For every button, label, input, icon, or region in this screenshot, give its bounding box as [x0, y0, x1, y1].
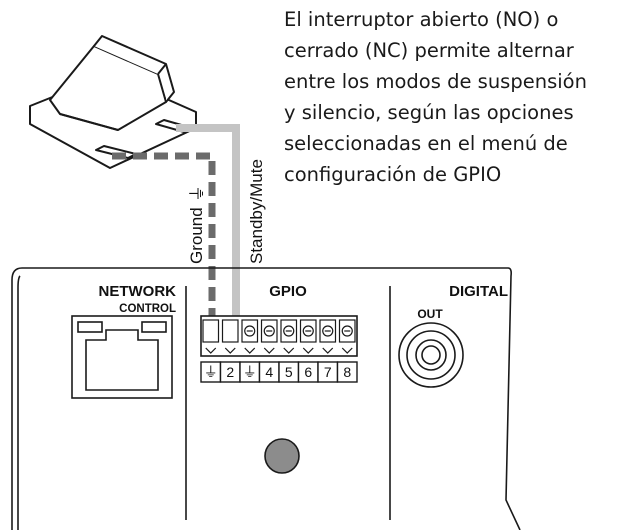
connector-pin — [421, 345, 441, 365]
terminal-arrow — [341, 347, 353, 354]
ethernet-led-left — [77, 321, 103, 333]
panel-outline — [22, 267, 521, 530]
rocker-switch — [29, 35, 197, 169]
pin-label: 8 — [343, 364, 351, 380]
gpio-terminal-block[interactable] — [200, 315, 358, 357]
digital-out-connector[interactable] — [398, 322, 464, 388]
connector-ring-middle — [406, 330, 456, 380]
description-line: seleccionadas en el menú de — [284, 132, 568, 155]
standby-wire — [176, 124, 240, 350]
gpio-title: GPIO — [269, 283, 307, 300]
terminal-arrow — [322, 347, 334, 354]
terminal-slot[interactable] — [338, 319, 356, 354]
terminal-slot[interactable] — [241, 319, 259, 354]
device-panel — [11, 267, 521, 530]
terminal-arrow — [263, 347, 275, 354]
network-title: NETWORK — [99, 283, 177, 300]
terminal-opening — [202, 319, 220, 343]
terminal-body — [200, 315, 358, 357]
description-text: El interruptor abierto (NO) o cerrado (N… — [284, 4, 620, 190]
terminal-arrow — [302, 347, 314, 354]
terminal-arrow — [244, 347, 256, 354]
connector-ring-outer — [398, 322, 464, 388]
terminal-opening — [221, 319, 239, 343]
pin-label: 2 — [226, 364, 234, 380]
terminal-arrow — [205, 347, 217, 354]
ground-label-group: Ground ⏚ — [187, 185, 207, 264]
pin-label: 7 — [324, 364, 332, 380]
terminal-slot[interactable] — [299, 319, 317, 354]
ethernet-port-frame — [71, 315, 173, 399]
terminal-arrow — [283, 347, 295, 354]
terminal-slot[interactable] — [319, 319, 337, 354]
ground-label: Ground — [187, 207, 206, 264]
pin-label: 4 — [265, 364, 273, 380]
pin-label: ⏚ — [204, 364, 218, 380]
network-subtitle: CONTROL — [119, 303, 176, 315]
standby-label-group: Standby/Mute — [247, 159, 266, 264]
terminal-slot[interactable] — [280, 319, 298, 354]
description-line: cerrado (NC) permite alternar — [284, 39, 574, 62]
switch-rocker-edge — [59, 113, 119, 131]
switch-rocker-top — [93, 35, 167, 75]
pin-label: 5 — [285, 364, 293, 380]
description-line: El interruptor abierto (NO) o — [284, 8, 559, 31]
switch-rocker-side — [165, 63, 175, 103]
ethernet-led-right — [141, 321, 167, 333]
pin-label: 6 — [304, 364, 312, 380]
pin-label-box — [336, 361, 358, 383]
terminal-slot[interactable] — [202, 319, 220, 354]
description-line: configuración de GPIO — [284, 163, 502, 186]
terminal-slot[interactable] — [260, 319, 278, 354]
ground-wire — [112, 152, 216, 350]
connector-ring-inner — [415, 339, 447, 371]
description-line: y silencio, según las opciones — [284, 101, 574, 124]
terminal-opening — [280, 319, 298, 343]
description-line: entre los modos de suspensión — [284, 70, 587, 93]
terminal-opening — [299, 319, 317, 343]
digital-title: DIGITAL — [449, 283, 508, 300]
ethernet-port[interactable] — [71, 315, 173, 399]
panel-inner-edge — [17, 275, 21, 530]
terminal-opening — [241, 319, 259, 343]
terminal-opening — [338, 319, 356, 343]
terminal-opening — [260, 319, 278, 343]
ground-icon: ⏚ — [188, 185, 207, 202]
panel-left-edge — [11, 267, 23, 530]
terminal-slot[interactable] — [221, 319, 239, 354]
gpio-knob — [264, 438, 300, 474]
standby-mute-label: Standby/Mute — [247, 159, 266, 264]
pin-label: ⏚ — [243, 364, 257, 380]
terminal-opening — [319, 319, 337, 343]
ethernet-socket — [85, 329, 159, 391]
terminal-arrow — [224, 347, 236, 354]
digital-subtitle: OUT — [417, 307, 443, 321]
